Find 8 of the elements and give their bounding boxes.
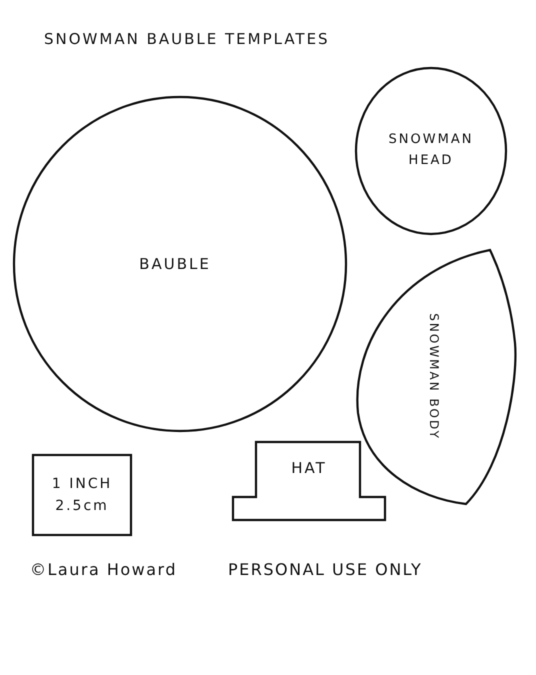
shape-label: SNOWMAN HEAD [388, 131, 474, 170]
shape-label: HAT [291, 458, 327, 478]
title: SNOWMAN BAUBLE TEMPLATES [44, 30, 330, 48]
note-text: ©Laura Howard [30, 560, 177, 579]
shape-label: SNOWMAN BODY [426, 314, 442, 440]
shape-label: 1 INCH 2.5cm [50, 474, 114, 516]
shape-label: BAUBLE [139, 254, 211, 275]
note-text: PERSONAL USE ONLY [228, 560, 422, 579]
